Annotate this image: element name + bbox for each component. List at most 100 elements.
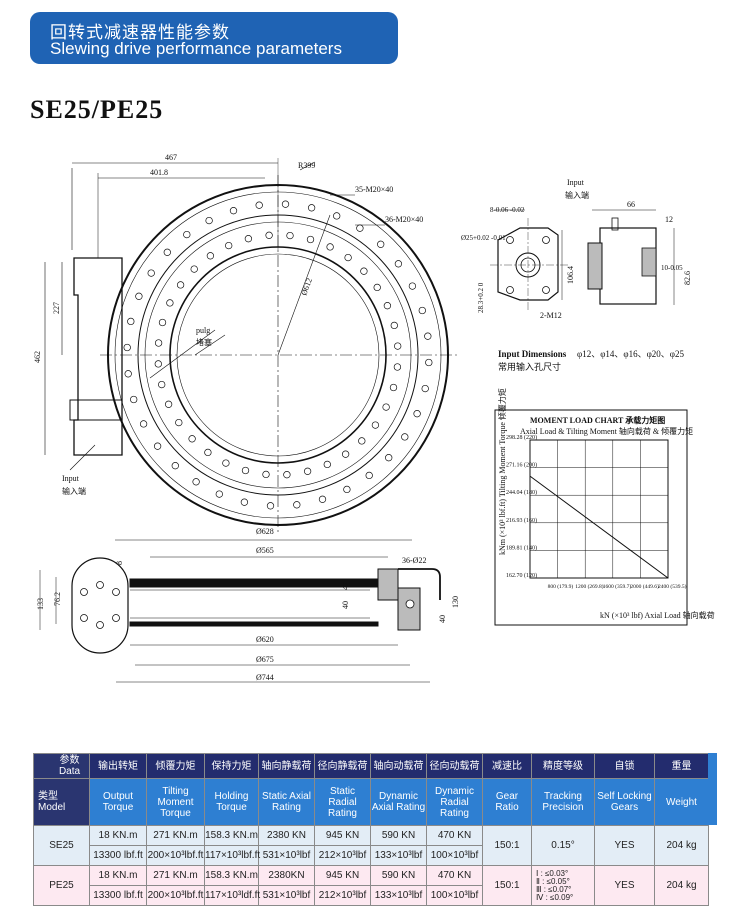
bolt-hole — [365, 471, 373, 480]
plug-label-en: pulg — [196, 326, 210, 335]
header-cn-5: 径向静载荷 — [314, 753, 371, 779]
table-cell: 158.3 KN.m — [204, 865, 259, 886]
table-row-pe25-metric: PE25 18 KN.m 271 KN.m 158.3 KN.m 2380KN … — [33, 865, 709, 906]
bolt-hole — [424, 332, 432, 340]
header-cn-9: 精度等级 — [531, 753, 595, 779]
chart-plot-area — [529, 439, 669, 579]
dim-82-6: 82.6 — [683, 271, 692, 285]
header-en-11: Weight — [654, 778, 709, 826]
dim-tol-8: 8-0.06 -0.02 — [490, 206, 525, 214]
header-cn-4: 轴向静载荷 — [258, 753, 315, 779]
chart-load-line — [529, 475, 669, 579]
bolt-hole — [164, 400, 173, 408]
table-cell: 117×10³lbf.ft — [204, 845, 260, 866]
dim-holes-36: 36-M20×40 — [385, 215, 423, 224]
section-view — [39, 539, 441, 683]
dim-675: Ø675 — [256, 655, 274, 664]
table-cell: 133×10³lbf — [370, 885, 427, 906]
header-en-7: Dynamic Radial Rating — [426, 778, 483, 826]
bolt-hole — [344, 253, 352, 262]
bolt-hole — [343, 485, 351, 494]
chart-ytick-label: 189.81 (140) — [506, 544, 537, 551]
table-cell: 470 KN — [426, 865, 483, 886]
chart-xlabel: kN (×10³ lbf) Axial Load 轴向载荷 — [600, 610, 715, 620]
banner-title-en: Slewing drive performance parameters — [50, 39, 342, 58]
bolt-hole — [293, 501, 301, 509]
bolt-hole — [183, 230, 191, 239]
corner-en-top: Data — [58, 766, 81, 777]
bolt-hole — [192, 478, 200, 486]
model-title: SE25/PE25 — [30, 95, 164, 124]
bolt-hole — [307, 204, 316, 212]
dim-12: 12 — [665, 215, 673, 224]
dim-8: 8 — [115, 561, 124, 565]
chart-ylabel: kNm (×10³ lbf.ft) Tilting Moment Torque … — [497, 388, 507, 555]
header-cn-7: 径向动载荷 — [426, 753, 483, 779]
chart-ytick-label: 244.04 (180) — [506, 489, 537, 496]
bolt-hole — [163, 248, 171, 256]
dim-133: 133 — [36, 598, 45, 610]
dim-565: Ø565 — [256, 546, 274, 555]
bolt-hole — [225, 241, 233, 250]
table-cell: 945 KN — [314, 865, 371, 886]
bolt-hole — [283, 471, 291, 479]
header-cn-1: 输出转矩 — [89, 753, 147, 779]
dim-40b: 40 — [438, 615, 447, 623]
section-bolts — [80, 581, 120, 629]
bolt-hole — [360, 267, 368, 275]
dim-r399: R399 — [298, 161, 315, 170]
dim-2-m12: 2-M12 — [540, 311, 562, 320]
bolt-hole — [393, 363, 402, 371]
bolt-hole — [127, 317, 135, 326]
bolt-hole — [229, 207, 238, 215]
chart-ytick-label: 271.16 (200) — [506, 462, 537, 469]
dim-76-2: 76.2 — [53, 592, 62, 606]
bolt-hole — [158, 318, 167, 327]
weight-pe25: 204 kg — [654, 865, 709, 906]
precision-grade-3: Ⅲ : ≤0.07° — [536, 884, 572, 894]
table-cell: 2380 KN — [258, 825, 315, 846]
chart-ytick-label: 162.70 (120) — [506, 572, 537, 579]
technical-drawing: 467 401.8 R399 35-M20×40 36-M20×40 462 2… — [33, 153, 715, 683]
input-dimensions-values: φ12、φ14、φ16、φ20、φ25 — [577, 349, 684, 359]
bolt-hole — [306, 235, 315, 244]
header-en-5: Static Radial Rating — [314, 778, 371, 826]
dim-628: Ø628 — [256, 527, 274, 536]
header-en-2: Tilting Moment Torque — [146, 778, 205, 826]
bolt-hole — [413, 410, 421, 418]
chart-xtick-label: 2400 (539.5) — [658, 583, 687, 590]
bolt-hole — [425, 358, 433, 367]
table-cell: 945 KN — [314, 825, 371, 846]
table-cell: 18 KN.m — [89, 825, 147, 846]
bolt-circle-outer — [123, 200, 433, 510]
bolt-hole — [373, 283, 381, 292]
bolt-hole — [385, 454, 393, 462]
gear-ratio-se25: 150:1 — [482, 825, 532, 866]
table-cell: 2380KN — [258, 865, 315, 886]
bolt-hole — [318, 495, 327, 503]
model-pe25: PE25 — [33, 865, 90, 906]
bolt-hole — [154, 360, 162, 368]
header-cn-2: 倾覆力矩 — [146, 753, 205, 779]
section-banner: 回转式减速器性能参数 Slewing drive performance par… — [30, 12, 398, 64]
input2-label-en: Input — [567, 178, 585, 187]
dim-744: Ø744 — [256, 673, 274, 682]
bolt-hole — [358, 437, 366, 445]
precision-pe25: Ⅰ : ≤0.03° Ⅱ : ≤0.05° Ⅲ : ≤0.07° Ⅳ : ≤0.… — [531, 865, 595, 906]
table-cell: 200×10³lbf.ft — [146, 885, 205, 906]
bolt-hole — [158, 380, 166, 389]
bolt-hole — [206, 252, 215, 260]
moment-load-chart: MOMENT LOAD CHART 承载力矩图 Axial Load & Til… — [494, 388, 715, 626]
table-cell: 470 KN — [426, 825, 483, 846]
table-cell: 271 KN.m — [146, 865, 205, 886]
bolt-hole — [394, 260, 403, 268]
precision-grade-2: Ⅱ : ≤0.05° — [536, 876, 570, 886]
bolt-hole — [356, 224, 364, 232]
front-view — [44, 158, 458, 535]
bolt-hole — [341, 450, 350, 458]
bolt-hole — [408, 282, 417, 290]
header-en-8: Gear Ratio — [482, 778, 532, 826]
dim-holes-35: 35-M20×40 — [355, 185, 393, 194]
dim-holes-22: 36-Ø22 — [402, 556, 426, 565]
bolt-hole — [166, 299, 174, 307]
